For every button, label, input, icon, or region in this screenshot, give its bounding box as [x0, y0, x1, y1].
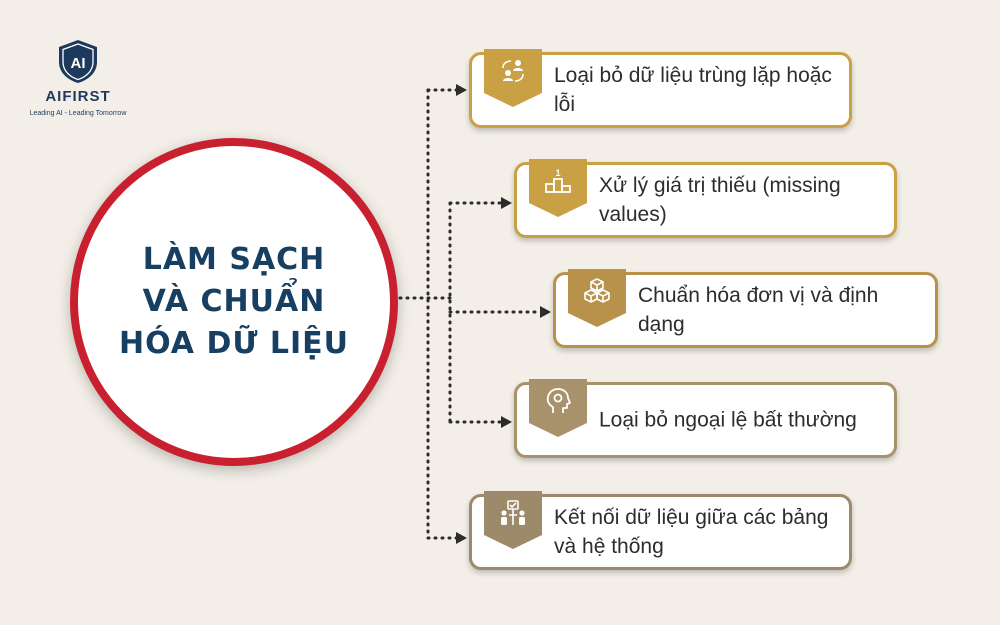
cubes-icon: [584, 278, 610, 303]
step-card-2: 1 Xử lý giá trị thiếu (missing values): [514, 159, 897, 238]
card-1-label: Loại bỏ dữ liệu trùng lặp hoặc lỗi: [554, 64, 832, 116]
step-card-5: Kết nối dữ liệu giữa các bảng và hệ thốn…: [469, 491, 852, 570]
svg-text:1: 1: [555, 168, 560, 178]
step-card-3: Chuẩn hóa đơn vị và định dạng: [553, 269, 938, 348]
logo-tagline: Leading AI - Leading Tomorrow: [29, 110, 127, 117]
logo-mark: AI: [71, 55, 86, 72]
card-2-badge: 1: [529, 159, 587, 219]
card-1-badge: [484, 49, 542, 109]
connector-2: [426, 201, 505, 424]
head-gear-icon: [546, 388, 571, 413]
card-3-badge: [568, 269, 626, 329]
logo-shield-icon: AI: [59, 40, 97, 83]
podium-icon: 1: [545, 168, 571, 193]
connector-arrow-4: [501, 416, 512, 428]
center-title-line-1: LÀM SẠCH: [142, 242, 326, 277]
card-5-label: Kết nối dữ liệu giữa các bảng và hệ thốn…: [554, 506, 829, 558]
card-4-label: Loại bỏ ngoại lệ bất thường: [599, 408, 857, 432]
card-4-badge: [529, 379, 587, 439]
connector-arrow-2: [501, 197, 512, 209]
center-circle: LÀM SẠCH VÀ CHUẨN HÓA DỮ LIỆU: [70, 138, 398, 466]
card-5-badge: [484, 491, 542, 551]
center-title-line-2: VÀ CHUẨN: [142, 284, 326, 319]
connector-arrow-3: [540, 306, 551, 318]
step-card-1: Loại bỏ dữ liệu trùng lặp hoặc lỗi: [469, 49, 852, 128]
card-2-label: Xử lý giá trị thiếu (missing values): [599, 174, 841, 226]
center-title: LÀM SẠCH VÀ CHUẨN HÓA DỮ LIỆU: [119, 239, 349, 365]
logo-brand-name: AIFIRST: [45, 88, 111, 105]
connector-arrow-5: [456, 532, 467, 544]
people-swap-icon: [502, 60, 524, 82]
connector-arrow-1: [456, 84, 467, 96]
aifirst-logo: AI AIFIRST Leading AI - Leading Tomorrow: [22, 38, 134, 122]
team-connect-icon: [501, 500, 525, 525]
card-3-label: Chuẩn hóa đơn vị và định dạng: [638, 284, 879, 336]
center-title-line-3: HÓA DỮ LIỆU: [119, 326, 350, 361]
step-card-4: Loại bỏ ngoại lệ bất thường: [514, 379, 897, 458]
